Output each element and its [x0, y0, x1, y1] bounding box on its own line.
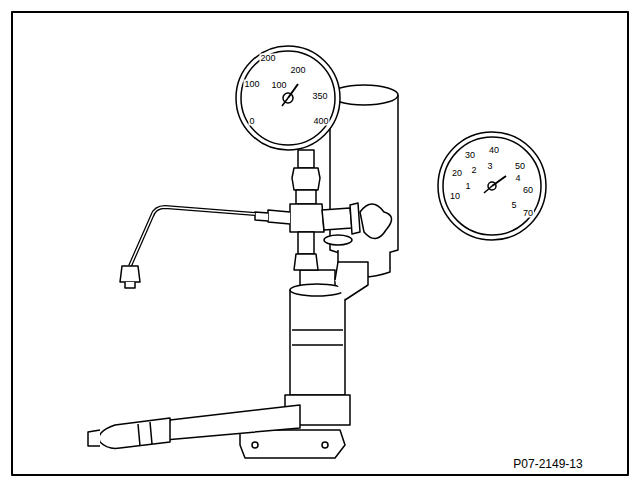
shut-off-valve [322, 203, 392, 245]
gauge-stem [290, 150, 324, 270]
pressure-gauge [236, 46, 340, 150]
dial-number: 60 [522, 186, 534, 195]
dial-number: 350 [311, 92, 328, 101]
dial-number: 4 [514, 174, 521, 183]
dial-number: 20 [451, 169, 463, 178]
delivery-pipe [120, 207, 290, 288]
dial-number: 30 [464, 151, 476, 160]
dial-number: 3 [486, 162, 493, 171]
dial-number: 0 [248, 117, 255, 126]
dial-number: 10 [449, 192, 461, 201]
dial-number: 70 [522, 209, 534, 218]
dial-number: 400 [312, 117, 329, 126]
dial-number: 40 [488, 146, 500, 155]
oil-reservoir [330, 85, 398, 277]
dial-number: 2 [470, 166, 477, 175]
gauge-dial-detail [438, 132, 546, 240]
dial-number: 50 [514, 162, 526, 171]
dial-number: 100 [270, 81, 287, 90]
hand-lever [88, 405, 300, 448]
dial-number: 1 [464, 182, 471, 191]
dial-number: 5 [510, 201, 517, 210]
frame [12, 12, 628, 475]
dial-number: 200 [289, 66, 306, 75]
figure-code: P07-2149-13 [512, 458, 583, 470]
dial-number: 100 [243, 80, 260, 89]
dial-number: 200 [259, 54, 276, 63]
